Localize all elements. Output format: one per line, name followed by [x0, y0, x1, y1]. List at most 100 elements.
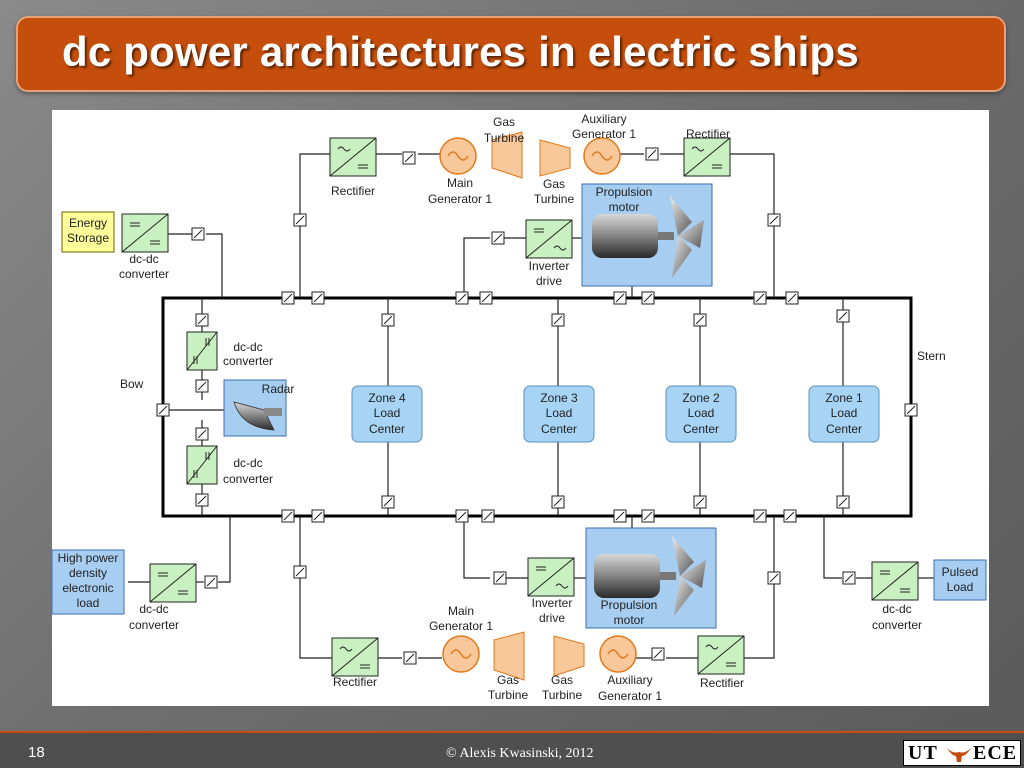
- top-inverter-drive: [525, 219, 573, 259]
- bottom-left-wire: [299, 516, 332, 659]
- radar-dcdc-converter-bottom: [186, 445, 218, 485]
- bow-label: Bow: [120, 377, 144, 391]
- zone-label: Zone 4: [368, 391, 406, 405]
- bus-switch: [481, 509, 495, 523]
- zone-label: Load: [831, 406, 858, 420]
- bottom-right-rectifier: [697, 635, 745, 675]
- bottom-propeller-blade: [672, 536, 694, 576]
- radar-mount: [264, 408, 282, 416]
- propulsion-motor-label: motor: [614, 613, 645, 627]
- radar-switch: [195, 313, 209, 327]
- hp-bus-wire: [218, 516, 231, 583]
- top-right-wire: [730, 153, 775, 298]
- zone-label: Load: [546, 406, 573, 420]
- bus-switch: [613, 291, 627, 305]
- inverter-switch: [491, 231, 505, 245]
- ring-switch: [293, 565, 307, 579]
- radar-switch: [195, 493, 209, 507]
- ring-switch: [651, 647, 665, 661]
- ut-ece-logo: UT ECE: [903, 740, 1021, 766]
- bus-switch: [613, 509, 627, 523]
- bus-switch: [479, 291, 493, 305]
- gas-turbine-label: Gas: [543, 177, 565, 191]
- power-architecture-diagram: Bow Stern Energy Storage dc-dc converter…: [51, 112, 987, 703]
- hp-converter-label: dc-dc: [139, 602, 168, 616]
- inverter-drive-label: Inverter: [532, 596, 573, 610]
- bus-switch: [311, 509, 325, 523]
- pulsed-switch: [842, 571, 856, 585]
- zone-switch: [693, 313, 707, 327]
- bus-switch: [785, 291, 799, 305]
- energy-storage: [61, 211, 115, 253]
- radar-converter-label: dc-dc: [233, 340, 262, 354]
- high-power-load-label: electronic: [62, 581, 113, 595]
- inverter-drive-label: drive: [539, 611, 565, 625]
- bus-switch: [753, 509, 767, 523]
- top-motor-shaft: [658, 232, 674, 240]
- radar-switch: [195, 427, 209, 441]
- pulsed-bus-wire: [823, 516, 842, 579]
- high-power-load-label: density: [69, 566, 107, 580]
- gas-turbine-label: Gas: [497, 673, 519, 687]
- energy-storage-label: Energy: [69, 216, 107, 230]
- zone-label: Center: [683, 422, 719, 436]
- inverter-switch: [493, 571, 507, 585]
- rectifier-label: Rectifier: [686, 127, 730, 141]
- ring-switch: [402, 151, 416, 165]
- radar-label: Radar: [262, 382, 295, 396]
- pulsed-load: [933, 559, 987, 601]
- gas-turbine-label: Turbine: [484, 131, 525, 145]
- pulsed-converter-label: converter: [872, 618, 922, 632]
- zone-2-load-center: [665, 385, 737, 443]
- zone-label: Zone 2: [682, 391, 720, 405]
- pulsed-dcdc-converter: [871, 561, 919, 601]
- high-power-load-label: High power: [58, 551, 119, 565]
- stern-label: Stern: [917, 349, 946, 363]
- pulsed-load-label: Load: [947, 580, 974, 594]
- propulsion-motor-label: motor: [609, 200, 640, 214]
- zone-switch: [551, 313, 565, 327]
- rectifier-label: Rectifier: [333, 675, 377, 689]
- top-propeller-blade: [672, 236, 692, 278]
- top-gas-turbine-1: [491, 131, 523, 179]
- top-main-generator: [439, 137, 477, 175]
- hp-dcdc-converter: [149, 563, 197, 603]
- zone-switch: [693, 495, 707, 509]
- top-inverter-wire: [463, 237, 490, 298]
- rectifier-label: Rectifier: [331, 184, 375, 198]
- bottom-inverter-wire: [463, 516, 490, 579]
- gas-turbine-label: Turbine: [534, 192, 575, 206]
- zone-switch: [836, 309, 850, 323]
- main-generator-label: Main: [447, 176, 473, 190]
- bus-switch: [281, 291, 295, 305]
- ring-switch: [403, 651, 417, 665]
- bow-switch: [156, 403, 170, 417]
- diagram-panel: Bow Stern Energy Storage dc-dc converter…: [51, 110, 989, 706]
- storage-converter-label: converter: [119, 267, 169, 281]
- logo-ut-text: UT: [908, 742, 938, 764]
- footer-divider: [0, 731, 1024, 733]
- ring-switch: [645, 147, 659, 161]
- propulsion-motor-label: Propulsion: [601, 598, 658, 612]
- bottom-auxiliary-generator: [599, 635, 637, 673]
- stern-switch: [904, 403, 918, 417]
- zone-3-load-center: [523, 385, 595, 443]
- inverter-drive-label: drive: [536, 274, 562, 288]
- zone-label: Zone 3: [540, 391, 578, 405]
- zone-label: Zone 1: [825, 391, 863, 405]
- bottom-right-wire: [744, 516, 775, 659]
- auxiliary-generator-label: Generator 1: [572, 127, 636, 141]
- logo-ece-text: ECE: [973, 742, 1018, 764]
- zone-label: Center: [541, 422, 577, 436]
- rectifier-label: Rectifier: [700, 676, 744, 690]
- top-auxiliary-generator: [583, 137, 621, 175]
- longhorn-icon: [947, 748, 971, 762]
- radar-switch: [195, 379, 209, 393]
- top-gas-turbine-2: [539, 139, 571, 177]
- auxiliary-generator-label: Auxiliary: [607, 673, 652, 687]
- bus-switch: [455, 291, 469, 305]
- pulsed-converter-label: dc-dc: [882, 602, 911, 616]
- gas-turbine-label: Turbine: [542, 688, 583, 702]
- bus-switch: [753, 291, 767, 305]
- bottom-inverter-drive: [527, 557, 575, 597]
